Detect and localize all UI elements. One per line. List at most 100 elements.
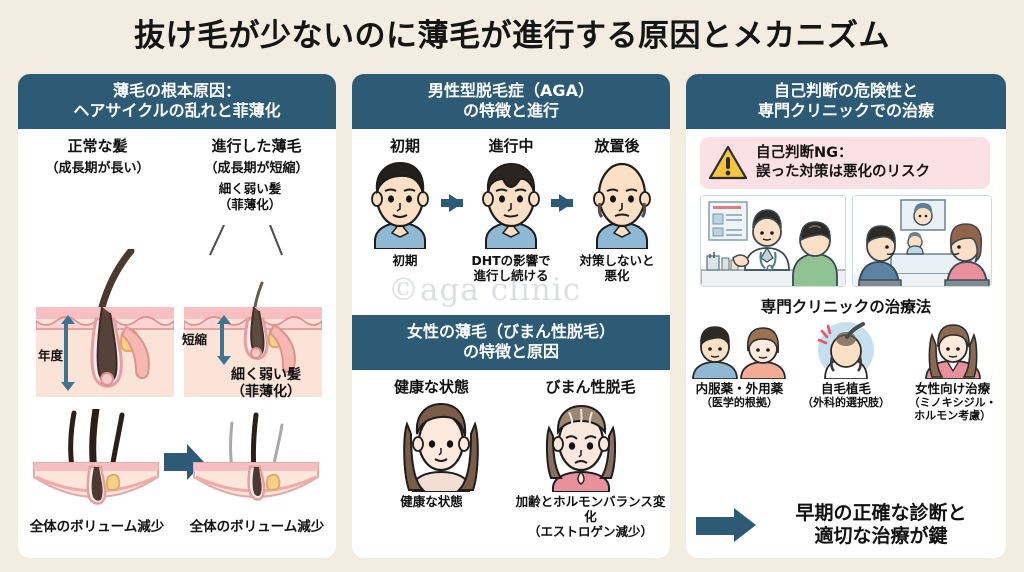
- treatment-sub-2-line1: （ミノキシジル・: [908, 396, 997, 409]
- conclusion-block: 早期の正確な診断と 適切な治療が鍵: [696, 502, 996, 550]
- column-normal-sub: （成長期が長い）: [45, 161, 150, 176]
- self-diagnosis-warning-box: 自己判断NG： 誤った対策は悪化のリスク: [700, 137, 990, 189]
- thin-hair-note-line2: （菲薄化）: [218, 196, 282, 212]
- treatment-icon-transplant: [793, 321, 900, 383]
- conclusion-arrow-icon: [696, 508, 760, 543]
- aga-caption-2-line2: 悪化: [604, 268, 630, 283]
- aga-caption-0-line1: 初期: [392, 253, 418, 268]
- treatment-sub-1: （外科的選択肢）: [802, 396, 890, 409]
- panel-mid-female-header: 女性の薄毛（びまん性脱毛） の特徴と原因: [352, 315, 670, 370]
- hair-transplant-icon: [817, 322, 874, 380]
- female-caption-diffuse-line1: 加齢とホルモンバランス変化: [515, 494, 666, 524]
- column-advanced-title: 進行した薄毛: [211, 137, 302, 155]
- aga-stage-label-1: 進行中: [488, 137, 534, 155]
- treatment-label-medication: 内服薬・外用薬 （医学的根拠）: [686, 381, 793, 409]
- column-advanced-sub: （成長期が短縮）: [204, 161, 309, 176]
- treatment-name-2: 女性向け治療: [915, 381, 991, 396]
- self-diagnosis-warning-text: 自己判断NG： 誤った対策は悪化のリスク: [756, 144, 930, 182]
- warning-line1: 自己判断NG：: [756, 145, 853, 161]
- thin-weak-hair-caption-line1: 細く弱い髪: [231, 367, 301, 383]
- female-label-diffuse: びまん性脱毛: [545, 378, 636, 396]
- thin-hair-note-line1: 細く弱い髪: [218, 181, 282, 196]
- follicle-diagram-miniaturized: 短縮 細く弱い髪 （菲薄化）: [182, 249, 323, 400]
- female-labels: 健康な状態 びまん性脱毛: [352, 376, 670, 397]
- panel-right-body: 自己判断NG： 誤った対策は悪化のリスク: [686, 129, 1006, 557]
- aga-caption-0: 初期: [352, 253, 458, 283]
- female-caption-diffuse: 加齢とホルモンバランス変化 （エストロゲン減少）: [511, 494, 670, 539]
- treatment-label-transplant: 自毛植毛 （外科的選択肢）: [793, 381, 900, 409]
- page-title: 抜け毛が少ないのに薄毛が進行する原因とメカニズム: [134, 18, 890, 54]
- treatment-section-title: 専門クリニックの治療法: [760, 298, 932, 316]
- aga-caption-1: DHTの影響で 進行し続ける: [458, 253, 564, 283]
- thin-weak-hair-caption-line2: （菲薄化）: [231, 383, 301, 400]
- consultation-illustration: [701, 196, 845, 286]
- male-face-stage-initial: [371, 161, 430, 249]
- aga-caption-1-line2: 進行し続ける: [473, 268, 549, 283]
- treatment-label-female: 女性向け治療 （ミノキシジル・ ホルモン考慮）: [899, 381, 1006, 422]
- treatment-sub-0: （医学的根拠）: [700, 396, 778, 409]
- column-normal-title: 正常な髪: [67, 137, 128, 155]
- hair-column-labels: 正常な髪 （成長期が長い） 進行した薄毛 （成長期が短縮）: [18, 135, 336, 176]
- thin-weak-hair-caption: 細く弱い髪 （菲薄化）: [208, 367, 324, 401]
- treatment-label-row: 内服薬・外用薬 （医学的根拠） 自毛植毛 （外科的選択肢） 女性向け治療 （ミノ…: [686, 381, 1006, 422]
- conclusion-line2: 適切な治療が鍵: [814, 525, 948, 548]
- volume-label-right: 全体のボリューム減少: [189, 519, 325, 535]
- male-face-stage-neglected: [592, 162, 651, 249]
- treatment-icon-female: [899, 321, 1006, 383]
- couple-icon: [692, 326, 787, 380]
- volume-progress-arrow: [164, 444, 204, 480]
- panel-right-header: 自己判断の危険性と 専門クリニックでの治療: [686, 74, 1006, 129]
- panel-left-header: 薄毛の根本原因： ヘアサイクルの乱れと菲薄化: [18, 74, 336, 129]
- female-caption-diffuse-line2: （エストロゲン減少）: [527, 524, 653, 539]
- growth-phase-measure-normal: [61, 315, 75, 391]
- panel-root-cause: 薄毛の根本原因： ヘアサイクルの乱れと菲薄化 正常な髪 （成長期が長い） 進行し…: [18, 74, 336, 558]
- panel-left-body: 正常な髪 （成長期が長い） 進行した薄毛 （成長期が短縮） 細く弱い髪 （菲薄化…: [18, 129, 336, 557]
- volume-label-left: 全体のボリューム減少: [29, 519, 165, 535]
- volume-before-svg: [33, 405, 159, 505]
- thin-hair-note: 細く弱い髪 （菲薄化）: [180, 181, 320, 212]
- growth-phase-label-normal: 年度: [38, 348, 64, 363]
- growth-phase-measure-short: [217, 315, 231, 365]
- thin-hair-pointer-lines: [209, 225, 283, 256]
- volume-scene-after: [190, 409, 322, 517]
- aga-caption-2-line1: 対策しないと: [579, 253, 655, 268]
- clinic-scene-reception: [852, 195, 992, 287]
- female-face-diffuse-thinning: [546, 404, 617, 492]
- aga-stage-label-0: 初期: [389, 137, 420, 155]
- treatment-name-1: 自毛植毛: [821, 381, 872, 396]
- panel-right-header-line2: 専門クリニックでの治療: [757, 101, 934, 120]
- conclusion-line1: 早期の正確な診断と: [795, 501, 967, 524]
- aga-caption-2: 対策しないと 悪化: [564, 253, 670, 283]
- aga-arrow-2: [551, 194, 574, 212]
- volume-scene-before: [30, 405, 162, 517]
- panel-aga: 男性型脱毛症（AGA） の特徴と進行 初期 進行中 放置後: [352, 74, 670, 558]
- aga-face-row: [352, 157, 670, 249]
- conclusion-text: 早期の正確な診断と 適切な治療が鍵: [766, 502, 996, 550]
- column-advanced-thinning: 進行した薄毛 （成長期が短縮）: [177, 135, 336, 176]
- treatment-sub-2-line2: ホルモン考慮）: [914, 409, 992, 423]
- panel-left-header-line2: ヘアサイクルの乱れと菲薄化: [73, 101, 281, 120]
- female-face-healthy: [402, 402, 479, 492]
- volume-after-svg: [193, 412, 319, 501]
- aga-caption-1-line1: DHTの影響で: [471, 253, 551, 268]
- female-header-line2: の特徴と原因: [462, 342, 559, 361]
- treatment-name-0: 内服薬・外用薬: [695, 381, 784, 396]
- panel-right-header-line1: 自己判断の危険性と: [773, 81, 918, 100]
- panel-mid-header-line2: の特徴と進行: [462, 101, 559, 120]
- clinic-scene-consultation: [700, 195, 846, 287]
- treatment-icon-medication: [686, 321, 793, 383]
- female-header-line1: 女性の薄毛（びまん性脱毛）: [406, 322, 615, 341]
- panel-clinic-treatment: 自己判断の危険性と 専門クリニックでの治療 自己判断NG： 誤った対策は悪化のリ…: [686, 74, 1006, 558]
- reception-illustration: [853, 196, 991, 286]
- aga-stage-labels: 初期 進行中 放置後: [352, 135, 670, 156]
- treatment-icon-row: [686, 321, 1006, 383]
- panel-mid-body-female: 健康な状態 びまん性脱毛: [352, 370, 670, 545]
- female-label-healthy: 健康な状態: [393, 378, 469, 396]
- warning-triangle-icon: [708, 145, 748, 179]
- panel-mid-header: 男性型脱毛症（AGA） の特徴と進行: [352, 74, 670, 129]
- female-captions: 健康な状態 加齢とホルモンバランス変化 （エストロゲン減少）: [352, 494, 670, 539]
- panel-mid-body-male: 初期 進行中 放置後: [352, 129, 670, 315]
- column-normal-hair: 正常な髪 （成長期が長い）: [18, 135, 177, 176]
- female-patient-icon: [924, 324, 981, 380]
